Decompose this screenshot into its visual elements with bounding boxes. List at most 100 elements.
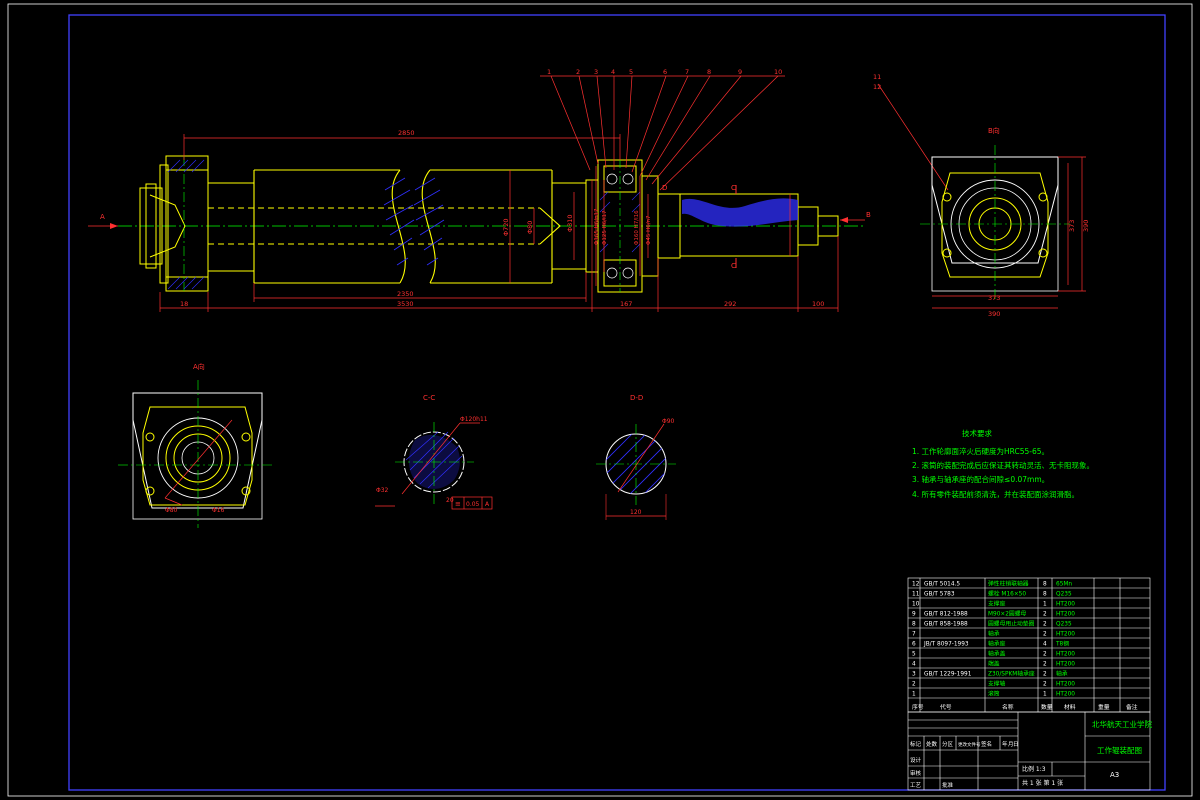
note-line-4: 4. 所有零件装配前须清洗，并在装配面涂润滑脂。 <box>912 489 1079 499</box>
bom-cell-qty: 2 <box>1043 682 1047 688</box>
bom-cell-name: 圆螺母用止动垫圈 <box>988 620 1035 628</box>
bom-cell-no: 8 <box>912 622 916 628</box>
part-leaders <box>540 75 949 191</box>
bom-cell-mat: Q235 <box>1056 592 1072 598</box>
bom-cell-name: 支撑轴 <box>988 680 1006 688</box>
title-label-4: 签名 <box>981 740 992 748</box>
title-label-2: 分区 <box>942 740 954 748</box>
bom-cell-mat: HT200 <box>1056 652 1075 658</box>
view-arrow-b <box>840 217 865 223</box>
view-b: B向 373 390 373 390 <box>920 126 1090 318</box>
section-cc-datum: A <box>485 501 490 508</box>
bom-cell-qty: 2 <box>1043 652 1047 658</box>
bom-cell-mat: HT200 <box>1056 692 1075 698</box>
main-dimension-lines <box>159 134 839 312</box>
bom-cell-code: GB/T 5014.5 <box>924 582 960 588</box>
bom-cell-qty: 1 <box>1043 602 1047 608</box>
bom-header-code: 代号 <box>940 703 952 711</box>
left-end-hatch <box>167 159 205 290</box>
part-balloon-numbers: 1 2 3 4 5 6 7 8 9 10 11 12 <box>547 68 881 91</box>
dim-fit-1: Φ165 H6/n17 <box>594 208 600 245</box>
section-cc-tol-symbol: ≡ <box>455 500 461 508</box>
bearing-detail <box>606 173 634 279</box>
title-block: 北华航天工业学院 工作辊装配图 A3 比例 1:3 共 1 张 第 1 张 标记… <box>907 711 1152 791</box>
balloon-6: 6 <box>663 68 667 76</box>
left-end-head <box>139 155 255 292</box>
dim-fit-3: Φ160 H7/l16 <box>634 210 640 245</box>
bom-cell-mat: HT200 <box>1056 612 1075 618</box>
bom-cell-qty: 1 <box>1043 692 1047 698</box>
title-process: 工艺 <box>910 782 922 789</box>
title-label-5: 年 <box>1002 740 1008 748</box>
dim-2850: 2850 <box>398 129 415 137</box>
section-cc-title: C-C <box>423 394 435 402</box>
dim-dia-310: Φ310 <box>566 214 574 232</box>
view-b-dim-w1: 373 <box>988 294 1000 302</box>
balloon-11: 11 <box>873 73 881 81</box>
bom-cell-no: 5 <box>912 652 916 658</box>
bom-cell-no: 11 <box>912 592 920 598</box>
section-cc-gap: 20 <box>446 497 454 504</box>
section-cc-tol-value: 0.05 <box>466 501 480 508</box>
balloon-3: 3 <box>594 68 598 76</box>
section-c-mark-top: C <box>731 184 736 192</box>
outer-frame <box>7 3 1193 797</box>
title-approved: 批准 <box>942 781 954 789</box>
title-scale: 比例 1:3 <box>1022 765 1046 773</box>
drum-body <box>208 169 586 284</box>
bom-header-mat: 材料 <box>1064 703 1076 711</box>
balloon-2: 2 <box>576 68 580 76</box>
dim-fit-4: Φ45 H6/n7 <box>646 215 652 245</box>
dim-fit-2: Φ125 H6/l17 <box>602 210 608 245</box>
bom-header-qty: 数量 <box>1041 703 1053 711</box>
dim-3530: 3530 <box>397 300 414 308</box>
note-line-1: 1. 工作轮廓面淬火后硬度为HRC55-65。 <box>912 446 1049 456</box>
bom-cell-no: 7 <box>912 632 916 638</box>
view-arrow-a <box>88 223 118 229</box>
section-cc: C-C Φ120h11 Φ32 20 ≡ 0.05 A <box>375 394 493 510</box>
bom-cell-name: 轴承 <box>988 630 1000 638</box>
bom-cell-mat: 轴承 <box>1056 670 1068 678</box>
bom-cell-mat: HT200 <box>1056 662 1075 668</box>
bom-cell-mat: HT200 <box>1056 632 1075 638</box>
balloon-5: 5 <box>629 68 633 76</box>
view-b-dim-w2: 390 <box>988 310 1000 318</box>
bom-cell-no: 4 <box>912 662 916 668</box>
bom-cell-name: M90×2圆螺母 <box>988 610 1027 618</box>
drawing-frame <box>68 14 1166 791</box>
view-a-letter: A <box>100 213 105 221</box>
bom-cell-name: 弹性柱销联轴器 <box>988 580 1029 588</box>
bom-header-name: 名称 <box>1002 703 1014 711</box>
bom-cell-name: 滚筒 <box>988 690 1000 698</box>
bom-cell-name: Z30/SPKM轴承座 <box>988 670 1035 678</box>
bom-cell-mat: HT200 <box>1056 682 1075 688</box>
bom-cell-no: 1 <box>912 692 916 698</box>
bom-cell-name: 轴承盖 <box>988 650 1006 658</box>
bom-cell-name: 端盖 <box>988 660 1000 668</box>
bom-cell-qty: 4 <box>1043 642 1047 648</box>
bom-cell-name: 轴承座 <box>988 640 1006 648</box>
bom-cell-qty: 8 <box>1043 592 1047 598</box>
balloon-9: 9 <box>738 68 742 76</box>
shaft-keyway-hatch <box>682 198 798 227</box>
bom-cell-no: 6 <box>912 642 916 648</box>
main-dimension-text: 2850 2350 3530 18 167 292 100 Φ720 Φ80 Φ… <box>180 129 824 308</box>
view-b-letter: B <box>866 211 871 219</box>
bom-cell-qty: 2 <box>1043 632 1047 638</box>
title-label-0: 标记 <box>910 740 922 748</box>
section-cc-tolerance-frame <box>451 496 493 510</box>
view-b-dim-h1: 373 <box>1068 220 1076 232</box>
balloon-8: 8 <box>707 68 711 76</box>
title-label-6: 月 <box>1008 741 1014 748</box>
dim-dia-720: Φ720 <box>502 218 510 236</box>
section-cc-inner-dim: Φ32 <box>376 487 389 494</box>
dim-167: 167 <box>620 300 632 308</box>
bom-cell-qty: 2 <box>1043 612 1047 618</box>
notes-title: 技术要求 <box>962 428 992 438</box>
main-view: A B C C D <box>88 68 949 312</box>
title-label-1: 处数 <box>926 740 938 748</box>
title-label-3: 更改文件号 <box>958 741 981 748</box>
view-b-title: B向 <box>988 126 1000 135</box>
